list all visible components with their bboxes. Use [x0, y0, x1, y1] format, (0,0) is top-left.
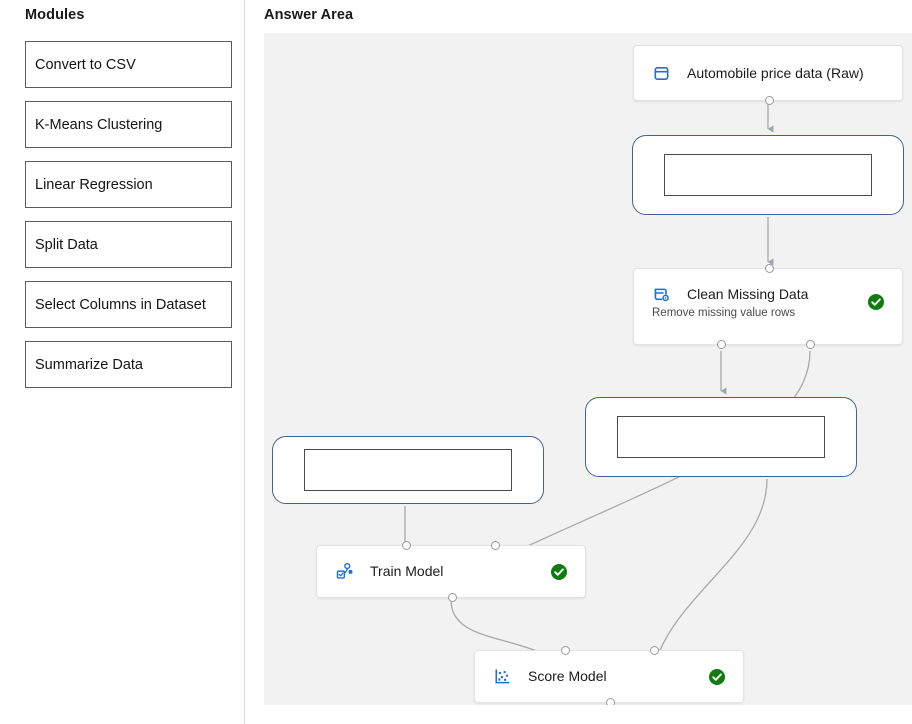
module-item-label: Select Columns in Dataset	[35, 296, 206, 313]
input-port-left[interactable]	[561, 646, 570, 655]
node-train-model[interactable]: Train Model	[316, 541, 586, 602]
node-title: Automobile price data (Raw)	[687, 64, 864, 81]
modules-heading: Modules	[25, 7, 85, 23]
module-item-summarize-data[interactable]: Summarize Data	[25, 341, 232, 388]
module-item-convert-to-csv[interactable]: Convert to CSV	[25, 41, 232, 88]
input-port[interactable]	[765, 264, 774, 273]
dropzone-placeholder-box[interactable]	[664, 154, 872, 196]
input-port-left[interactable]	[402, 541, 411, 550]
dropzone-placeholder-box[interactable]	[617, 416, 825, 458]
output-port-right[interactable]	[806, 340, 815, 349]
clean-data-icon	[654, 288, 669, 302]
module-item-split-data[interactable]: Split Data	[25, 221, 232, 268]
dropzone-top[interactable]	[632, 135, 904, 215]
node-clean-missing-data[interactable]: Clean Missing Data Remove missing value …	[633, 264, 903, 349]
score-model-icon	[495, 669, 510, 684]
status-valid-check-icon	[551, 563, 567, 580]
output-port[interactable]	[448, 593, 457, 602]
node-score-model[interactable]: Score Model	[474, 646, 744, 705]
node-content: Score Model	[475, 651, 743, 702]
database-icon	[654, 66, 669, 80]
module-item-label: Convert to CSV	[35, 56, 136, 73]
module-item-label: Summarize Data	[35, 356, 143, 373]
pipeline-canvas[interactable]: Automobile price data (Raw) Clean Missin…	[264, 33, 912, 705]
modules-list: Convert to CSV K-Means Clustering Linear…	[25, 41, 232, 401]
module-item-select-columns-in-dataset[interactable]: Select Columns in Dataset	[25, 281, 232, 328]
node-title: Score Model	[528, 668, 607, 684]
input-port-right[interactable]	[650, 646, 659, 655]
node-content: Clean Missing Data	[634, 269, 902, 344]
module-item-label: Split Data	[35, 236, 98, 253]
dropzone-middle[interactable]	[585, 397, 857, 477]
edge-dropzone-middle-to-score-model	[653, 478, 768, 672]
module-item-label: K-Means Clustering	[35, 116, 163, 133]
node-content: Automobile price data (Raw)	[634, 46, 902, 100]
answer-area-heading: Answer Area	[264, 7, 354, 23]
module-item-k-means-clustering[interactable]: K-Means Clustering	[25, 101, 232, 148]
node-title: Clean Missing Data	[687, 286, 809, 302]
node-content: Train Model	[317, 546, 585, 597]
output-port[interactable]	[765, 96, 774, 105]
train-model-icon	[336, 562, 353, 579]
dropzone-placeholder-box[interactable]	[304, 449, 512, 491]
output-port-left[interactable]	[717, 340, 726, 349]
module-item-linear-regression[interactable]: Linear Regression	[25, 161, 232, 208]
status-valid-check-icon	[709, 668, 725, 685]
pane-divider	[244, 0, 245, 724]
pipeline-edges	[404, 103, 811, 672]
input-port-right[interactable]	[491, 541, 500, 550]
status-valid-check-icon	[868, 294, 884, 310]
node-title: Train Model	[370, 563, 444, 579]
node-automobile-price-data-raw[interactable]: Automobile price data (Raw)	[633, 45, 903, 105]
module-item-label: Linear Regression	[35, 176, 153, 193]
dropzone-left[interactable]	[272, 436, 544, 504]
node-subtitle: Remove missing value rows	[652, 307, 796, 319]
output-port[interactable]	[606, 698, 615, 705]
modules-pane: Modules Convert to CSV K-Means Clusterin…	[0, 0, 245, 724]
